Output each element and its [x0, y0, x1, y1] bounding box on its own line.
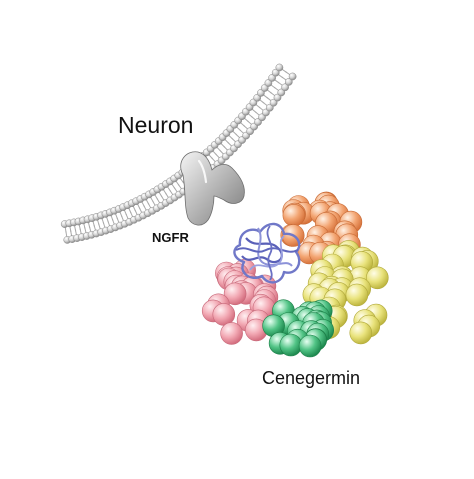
bead — [365, 266, 389, 290]
lipid-head — [269, 98, 278, 107]
blue-loop-domain — [233, 222, 301, 284]
neuron-label: Neuron — [118, 112, 194, 138]
bead — [282, 204, 306, 227]
bead — [212, 303, 236, 326]
bead — [345, 283, 369, 307]
lipid-head — [273, 93, 282, 102]
lipid-head — [284, 78, 293, 86]
bead — [220, 322, 243, 345]
bead — [279, 333, 303, 357]
bead — [349, 321, 373, 345]
ngfr-label: NGFR — [152, 230, 189, 245]
green-subunit — [262, 299, 335, 358]
cenegermin-label: Cenegermin — [262, 368, 361, 388]
bead — [298, 334, 322, 358]
pink-subunit — [201, 258, 279, 345]
lipid-head — [271, 68, 280, 77]
lipid-head — [277, 88, 286, 97]
bead — [223, 282, 247, 306]
lipid-head — [275, 63, 284, 72]
lipid-head — [281, 83, 289, 92]
lipid-head — [288, 72, 297, 81]
ngfr-receptor — [180, 151, 245, 226]
cenegermin-cluster — [201, 191, 389, 358]
membrane-bilayer — [60, 63, 297, 244]
